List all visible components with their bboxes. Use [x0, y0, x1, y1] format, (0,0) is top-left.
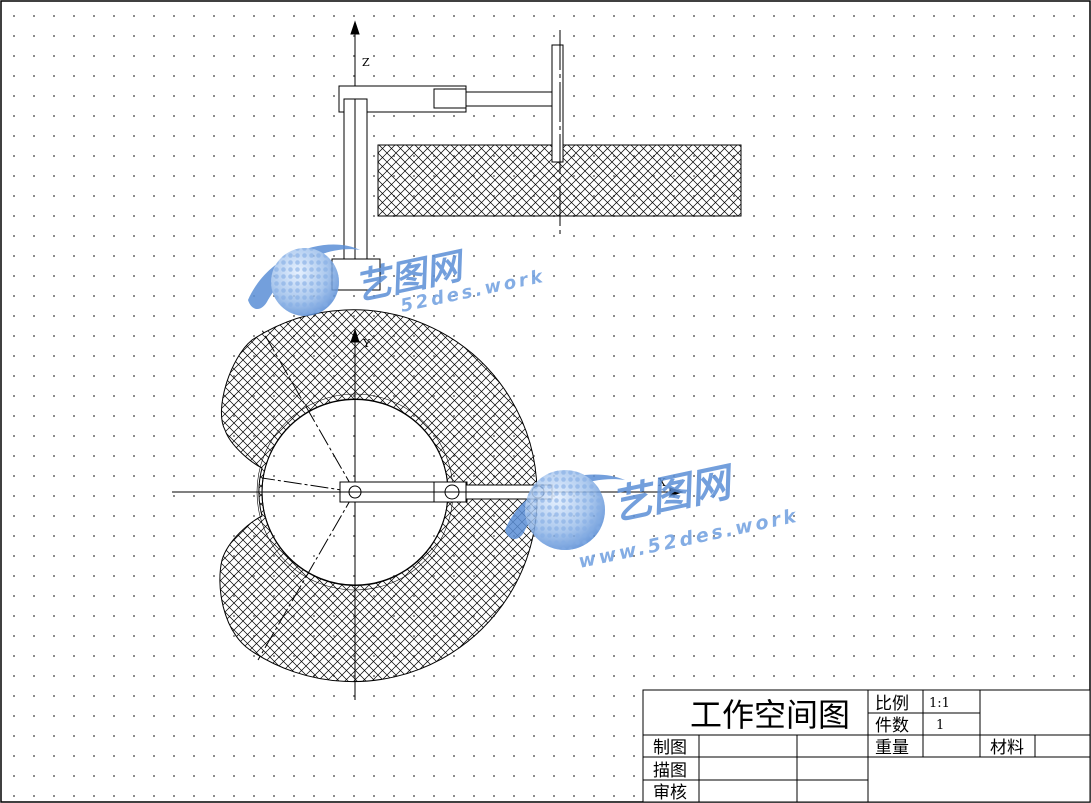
watermark-1: 艺图网 52des.work: [248, 244, 547, 317]
watermark-cn-text-2: 艺图网: [608, 459, 741, 530]
count-value: 1: [936, 718, 944, 733]
limit-line-lower: [257, 491, 356, 661]
y-axis-label: Y: [362, 337, 371, 350]
workspace-view: [172, 309, 684, 700]
x-axis-arrow: [669, 487, 684, 497]
arm-slider: [433, 88, 467, 109]
traced-label: 描图: [653, 761, 687, 781]
watermark-url-text-2: www.52des.work: [576, 505, 800, 573]
material-label: 材料: [990, 738, 1024, 758]
scale-label: 比例: [875, 694, 909, 714]
z-axis-label: Z: [362, 56, 370, 69]
watermark-2: 艺图网 www.52des.work: [505, 459, 801, 573]
weight-label: 重量: [875, 738, 909, 758]
arm-rod: [465, 91, 556, 107]
y-axis-arrow: [350, 328, 360, 343]
title-block: [642, 689, 1091, 803]
checked-label: 审核: [653, 783, 687, 803]
side-view: [331, 20, 742, 291]
scale-value: 1:1: [929, 696, 950, 711]
count-label: 件数: [875, 716, 909, 736]
z-axis-arrow: [350, 20, 360, 35]
limit-line-upper: [261, 329, 356, 493]
gripper-plate: [551, 44, 564, 163]
drawn-label: 制图: [653, 738, 687, 758]
x-axis-label: X: [658, 476, 666, 489]
drawing-title: 工作空间图: [690, 696, 850, 734]
